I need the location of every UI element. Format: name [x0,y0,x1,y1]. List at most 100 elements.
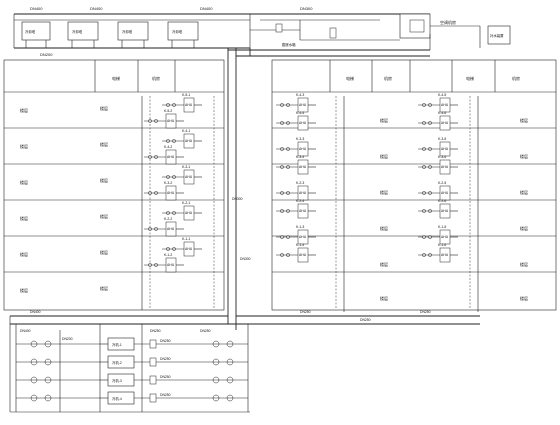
right-a-ahu-label-2: AHU [299,147,307,151]
ct-label-2: 冷却塔 [72,29,83,34]
chiller-pipe-label-1: DN250 [160,357,171,361]
right-a-unit-label-5: K-2-4 [296,199,304,203]
left-building: 电梯 机房 楼层 楼层 楼层 楼层 楼层 楼层 楼层 楼层 楼层 楼层 楼层 楼… [3,59,225,311]
right-b-unit-label-2: K-3-5 [438,137,446,141]
right-building-outline [271,59,557,311]
right-unit-group-b: AHUK-4-5AHUK-4-6AHUK-3-5AHUK-3-6AHUK-2-5… [418,93,458,263]
right-a-ahu-label-6: AHU [299,235,307,239]
ct-label-1: 冷却塔 [25,29,36,34]
left-unit-label-6: K-2-1 [182,201,190,205]
ct-label-3: 冷却塔 [122,29,133,34]
right-b-ahu-label-7: AHU [441,253,449,257]
left-unit-label-0: K-5-1 [182,93,190,97]
left-zone-8: 楼层 [100,141,108,147]
right-zone-4: 楼层 [520,225,528,231]
right-zone-6: 楼层 [520,295,528,301]
right-a-unit-label-0: K-4-3 [296,93,304,97]
right-zone-1: 楼层 [520,117,528,123]
left-unit-label-4: K-3-1 [182,165,190,169]
left-ahu-label-5: AHU [167,191,175,195]
right-a-ahu-label-7: AHU [299,253,307,257]
right-b-ahu-label-4: AHU [441,191,449,195]
left-unit-5: AHU K-3-2 [144,181,184,201]
right-a-unit-label-3: K-3-4 [296,155,304,159]
right-a-unit-3: AHU K-3-4 [276,155,316,175]
right-machine-room-2: 机房 [512,75,520,81]
right-machine-room: 机房 [384,75,392,81]
left-zone-7: 楼层 [100,105,108,111]
left-unit-4: AHU K-3-1 [162,165,202,185]
main-label-4: DN400 [30,310,41,314]
return-mains: DN250 DN250 DN250 DN400 [10,310,480,325]
right-b-unit-label-0: K-4-5 [438,93,446,97]
label-top-1: DN400 [30,6,43,11]
left-zone-1: 楼层 [20,107,28,113]
left-elevator: 电梯 [112,75,120,81]
right-b-unit-label-3: K-3-6 [438,155,446,159]
right-a-unit-label-2: K-3-3 [296,137,304,141]
chiller-label-3: 冷机-4 [112,396,122,401]
right-unit-group-a: AHUK-4-3AHUK-4-4AHUK-3-3AHUK-3-4AHUK-2-3… [276,93,316,263]
main-label-1: DN250 [300,310,311,314]
right-a-ahu-label-4: AHU [299,191,307,195]
left-unit-label-5: K-3-2 [164,181,172,185]
right-zone-3: 楼层 [520,189,528,195]
chiller-pipe-label-0: DN250 [160,339,171,343]
left-ahu-label-9: AHU [167,263,175,267]
chiller-pipe-label-3: DN250 [160,393,171,397]
left-ahu-label-7: AHU [167,227,175,231]
main-label-2: DN250 [360,318,371,322]
right-zone-5: 楼层 [520,261,528,267]
left-unit-group: AHUK-5-1AHUK-5-2AHUK-4-1AHUK-4-2AHUK-3-1… [144,93,202,273]
left-zone-2: 楼层 [20,143,28,149]
right-a-ahu-label-3: AHU [299,165,307,169]
right-a-unit-label-7: K-1-4 [296,243,304,247]
right-b-ahu-label-1: AHU [441,121,449,125]
main-label-3: DN250 [420,310,431,314]
right-a-ahu-label-1: AHU [299,121,307,125]
cooling-tower-3 [117,21,149,41]
right-b-unit-3: AHU K-3-6 [418,155,458,175]
right-a-unit-label-6: K-1-3 [296,225,304,229]
right-a-unit-label-1: K-4-4 [296,111,304,115]
cooling-tower-1 [21,21,51,41]
label-top-5: DN200 [40,52,53,57]
left-unit-label-7: K-2-2 [164,217,172,221]
right-b-ahu-label-3: AHU [441,165,449,169]
chiller-plant: DN400 DN200 DN250 DN250 [9,316,250,413]
cooling-tower-4 [167,21,199,41]
left-ahu-label-4: AHU [185,175,193,179]
right-b-unit-label-4: K-2-5 [438,181,446,185]
left-ahu-label-2: AHU [185,139,193,143]
left-zone-5: 楼层 [20,251,28,257]
left-unit-label-2: K-4-1 [182,129,190,133]
chiller-label-2: 冷机-3 [112,378,122,383]
left-ahu-label-8: AHU [185,247,193,251]
plant-label-3: DN250 [150,329,161,333]
right-zone-9: 楼层 [380,189,388,195]
right-b-unit-label-5: K-2-6 [438,199,446,203]
right-b-unit-4: AHU K-2-5 [418,181,458,201]
cooling-tower-section: DN400 DN400 DN400 DN300 DN200 冷却塔 冷却塔 冷却… [13,6,511,57]
right-a-unit-1: AHU K-4-4 [276,111,316,131]
right-zone-12: 楼层 [380,295,388,301]
left-zone-4: 楼层 [20,215,28,221]
right-zone-11: 楼层 [380,261,388,267]
left-zone-11: 楼层 [100,249,108,255]
riser-label-2: DN300 [240,257,251,261]
right-b-ahu-label-6: AHU [441,235,449,239]
plant-label-2: DN200 [62,337,73,341]
left-unit-label-9: K-1-2 [164,253,172,257]
left-zone-6: 楼层 [20,287,28,293]
